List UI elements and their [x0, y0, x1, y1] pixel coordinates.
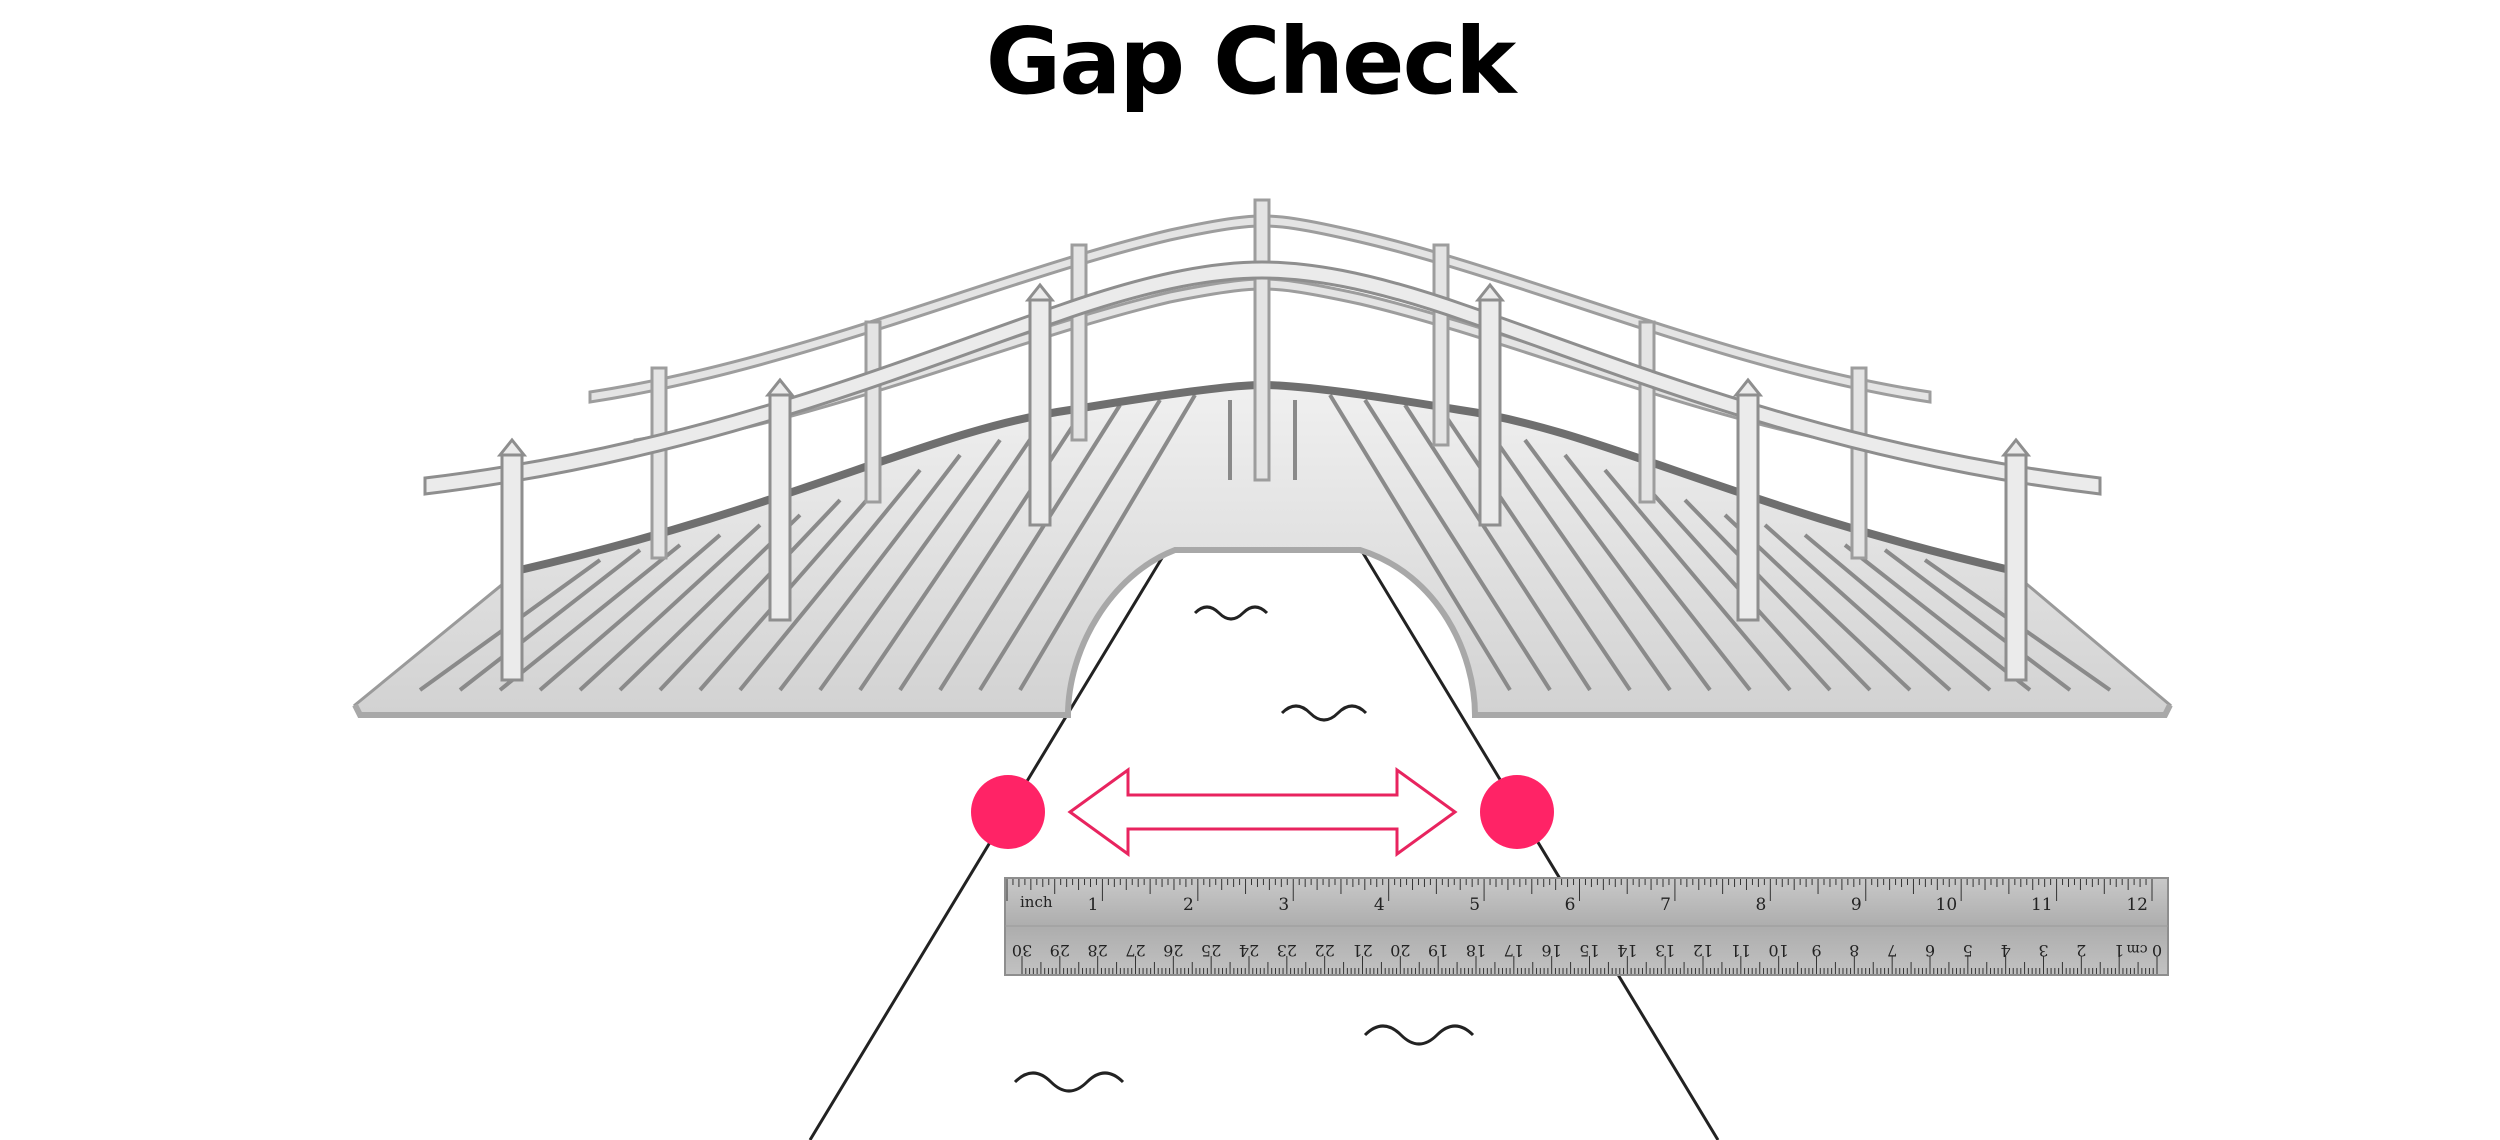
ruler-cm-tick-label: 20 — [1390, 941, 1410, 960]
ruler-cm-tick-label: 24 — [1239, 941, 1259, 960]
ruler-cm-tick-label: 28 — [1087, 941, 1107, 960]
ruler-cm-tick-label: 22 — [1314, 941, 1334, 960]
ruler-cm-tick-label: 18 — [1466, 941, 1486, 960]
ruler-inch-label: inch — [1020, 893, 1053, 911]
ruler-inch-tick-label: 12 — [2126, 895, 2148, 915]
ruler-cm-tick-label: 23 — [1277, 941, 1297, 960]
ruler-inch-tick-label: 6 — [1565, 895, 1576, 915]
ruler-inch-tick-label: 5 — [1469, 895, 1480, 915]
ruler-inch-tick-label: 7 — [1660, 895, 1671, 915]
river — [808, 547, 1720, 1140]
ruler-cm-tick-label: 7 — [1887, 941, 1897, 960]
ruler-cm-tick-label: 25 — [1201, 941, 1221, 960]
ruler-cm-tick-label: 26 — [1163, 941, 1183, 960]
wave-icon — [1363, 1024, 1475, 1046]
ruler-inch-tick-label: 1 — [1088, 895, 1099, 915]
ruler-cm-tick-label: 2 — [2076, 941, 2086, 960]
ruler-cm-tick-label: 21 — [1352, 941, 1372, 960]
wave-icon — [1280, 704, 1368, 722]
ruler-cm-tick-label: 5 — [1963, 941, 1973, 960]
ruler-inch-tick-label: 3 — [1278, 895, 1289, 915]
ruler-cm-tick-label: 10 — [1768, 941, 1788, 960]
ruler-cm-tick-label: 9 — [1811, 941, 1821, 960]
ruler-cm-tick-label: 27 — [1125, 941, 1145, 960]
wave-icon — [1013, 1071, 1125, 1093]
ruler-cm-tick-label: 0 — [2152, 941, 2162, 960]
ruler-cm-tick-label: 6 — [1925, 941, 1935, 960]
ruler-inch-tick-label: 9 — [1851, 895, 1862, 915]
ruler-inch-tick-label: 10 — [1936, 895, 1958, 915]
river-bank-left — [808, 547, 1170, 1140]
circle-marker-icon — [1480, 775, 1554, 849]
bridge-planks — [418, 393, 2112, 692]
ruler-cm-tick-label: 15 — [1579, 941, 1599, 960]
front-railing — [423, 260, 2102, 682]
ruler-cm-tick-label: 4 — [2001, 941, 2011, 960]
ruler-inch-tick-label: 2 — [1183, 895, 1194, 915]
ruler-cm-tick-label: 13 — [1655, 941, 1675, 960]
ruler-cm-tick-label: 3 — [2038, 941, 2048, 960]
ruler-cm-tick-label: 16 — [1541, 941, 1561, 960]
ruler-cm-ticks: 0123456789101112131415161718192021222324… — [1012, 941, 2162, 974]
ruler-cm-label: cm — [2126, 941, 2147, 957]
ruler-cm-tick-label: 14 — [1617, 941, 1637, 960]
river-bank-right — [1358, 547, 1720, 1140]
page-title: Gap Check — [985, 8, 1517, 115]
ruler-cm-tick-label: 17 — [1504, 941, 1524, 960]
ruler-inch-tick-label: 11 — [2031, 895, 2053, 915]
ruler-cm-tick-label: 12 — [1693, 941, 1713, 960]
ruler-cm-tick-label: 8 — [1849, 941, 1859, 960]
ruler-cm-tick-label: 11 — [1731, 941, 1751, 960]
ruler-cm-tick-label: 29 — [1050, 941, 1070, 960]
circle-marker-icon — [971, 775, 1045, 849]
wave-icon — [1193, 605, 1269, 621]
ruler-inch-tick-label: 8 — [1756, 895, 1767, 915]
ruler-inch-tick-label: 4 — [1374, 895, 1385, 915]
ruler-cm-tick-label: 19 — [1428, 941, 1448, 960]
bridge-arch-edge — [352, 547, 2173, 718]
bridge — [352, 198, 2173, 718]
ruler-cm-tick-label: 1 — [2114, 941, 2124, 960]
double-arrow-icon — [1067, 767, 1458, 857]
ruler-cm-tick-label: 30 — [1012, 941, 1032, 960]
